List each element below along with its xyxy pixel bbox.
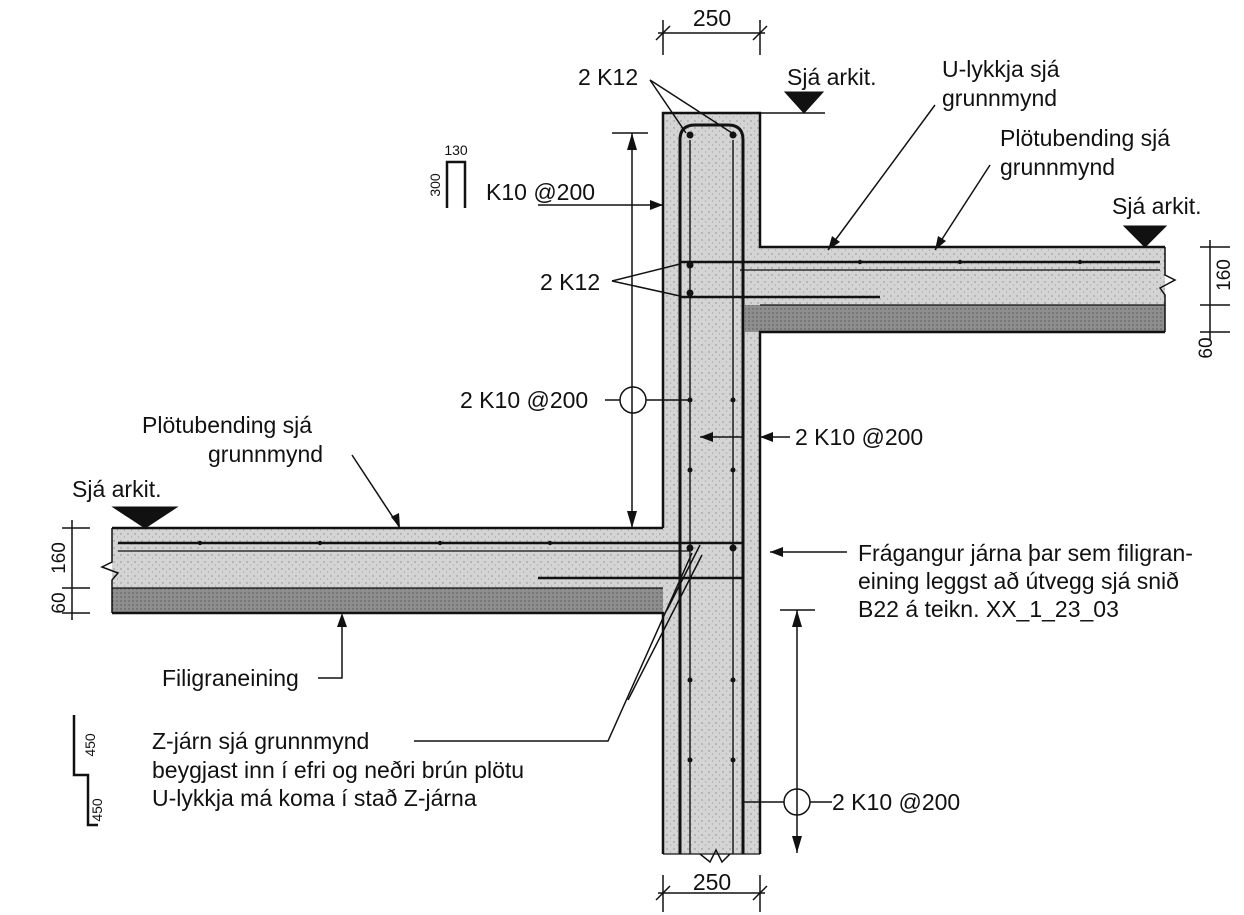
label-filigraneining: Filigraneining bbox=[162, 665, 299, 691]
bar-dots bbox=[197, 131, 1083, 763]
hook-height-dim: 300 bbox=[427, 173, 443, 197]
zbar-bottom-dim: 450 bbox=[89, 798, 105, 822]
label-u-lykkja-1: U-lykkja sjá bbox=[942, 56, 1060, 82]
label-plotubending-right-2: grunnmynd bbox=[1000, 154, 1115, 180]
zbar-top-dim: 450 bbox=[82, 733, 98, 757]
dimension-lines bbox=[62, 20, 1230, 912]
label-fragangur-3: B22 á teikn. XX_1_23_03 bbox=[858, 596, 1119, 622]
dim-wall-bottom: 250 bbox=[693, 869, 731, 895]
label-k10-stirrup: K10 @200 bbox=[486, 179, 595, 205]
bar-shape-hook bbox=[445, 160, 467, 208]
level-triangle-left bbox=[111, 506, 179, 529]
leader-lines bbox=[318, 79, 991, 816]
level-triangle-right bbox=[1122, 225, 1168, 248]
label-fragangur-2: eining leggst að útvegg sjá snið bbox=[858, 568, 1179, 594]
hook-leg-dim: 130 bbox=[444, 142, 468, 158]
dim-filigree-left: 60 bbox=[49, 592, 70, 613]
label-zjarn-1: Z-járn sjá grunnmynd bbox=[152, 728, 369, 754]
level-markers bbox=[111, 91, 1168, 529]
label-fragangur-1: Frágangur járna þar sem filigran- bbox=[858, 540, 1193, 566]
upper-filigree bbox=[745, 305, 1165, 332]
label-zjarn-2: beygjast inn í efri og neðri brún plötu bbox=[152, 757, 524, 783]
label-u-lykkja-2: grunnmynd bbox=[942, 85, 1057, 111]
label-2k12-top: 2 K12 bbox=[578, 64, 638, 90]
label-2k10-left: 2 K10 @200 bbox=[460, 387, 588, 413]
text-labels: 250 250 160 60 160 60 130 300 450 450 2 … bbox=[49, 5, 1235, 895]
label-2k12-slab: 2 K12 bbox=[540, 269, 600, 295]
lower-filigree bbox=[112, 588, 663, 613]
label-plotubending-right-1: Plötubending sjá bbox=[1000, 125, 1170, 151]
bar-shape-zbar bbox=[72, 715, 98, 827]
dim-wall-top: 250 bbox=[693, 5, 731, 31]
label-sja-arkit-right: Sjá arkit. bbox=[1112, 193, 1201, 219]
label-2k10-right: 2 K10 @200 bbox=[795, 424, 923, 450]
dimension-arrows bbox=[627, 133, 802, 853]
label-2k10-bottom: 2 K10 @200 bbox=[832, 789, 960, 815]
upper-slab bbox=[760, 247, 1165, 305]
dim-slab-right: 160 bbox=[1214, 259, 1235, 291]
dim-filigree-right: 60 bbox=[1196, 337, 1217, 358]
wall bbox=[663, 113, 760, 854]
level-triangle-top bbox=[783, 91, 825, 114]
label-zjarn-3: U-lykkja má koma í stað Z-járna bbox=[152, 785, 477, 811]
label-plotubending-left-2: grunnmynd bbox=[208, 441, 323, 467]
leader-arrows bbox=[337, 200, 946, 627]
label-sja-arkit-left: Sjá arkit. bbox=[72, 476, 161, 502]
label-plotubending-left-1: Plötubending sjá bbox=[142, 412, 312, 438]
label-sja-arkit-top: Sjá arkit. bbox=[787, 64, 876, 90]
dim-slab-left: 160 bbox=[49, 542, 70, 574]
